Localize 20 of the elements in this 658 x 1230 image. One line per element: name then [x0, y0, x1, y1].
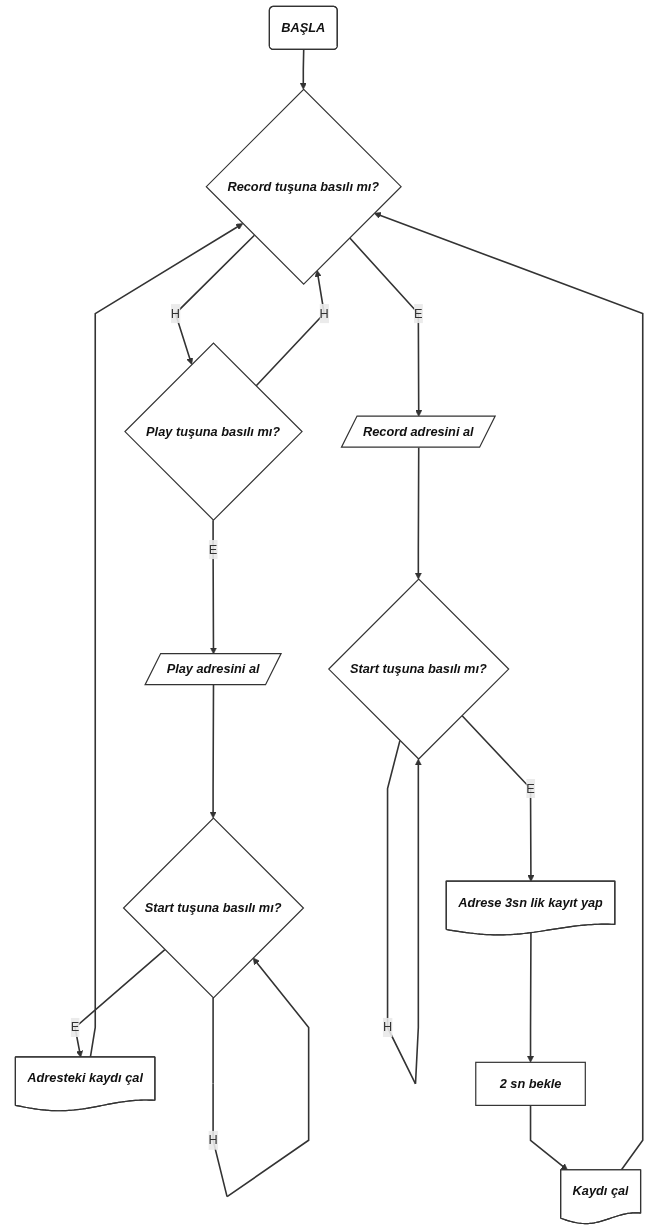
arrow	[526, 932, 534, 1063]
arrow	[209, 684, 217, 819]
edge-label: E	[208, 542, 218, 557]
edge-label: E	[414, 306, 423, 320]
edge-label: H	[208, 1133, 218, 1147]
arrow	[461, 714, 535, 882]
edge-label: H	[319, 306, 329, 320]
edge-label: E	[526, 781, 535, 795]
arrow	[299, 49, 307, 90]
edge-label: E	[70, 1020, 80, 1034]
node-box: 2 sn bekle	[475, 1061, 586, 1106]
arrow	[348, 237, 423, 417]
arrow	[212, 957, 310, 1198]
edge-label: H	[382, 1020, 393, 1034]
node-diamond: Start tuşuna basılı mı?	[122, 817, 305, 999]
node-diamond: Play tuşuna basılı mı?	[124, 342, 303, 521]
node-diamond: Record tuşuna basılı mı?	[205, 88, 402, 285]
node-diamond: Start tuşuna basılı mı?	[327, 578, 510, 760]
arrow	[255, 270, 325, 387]
edge-label: H	[170, 306, 181, 320]
